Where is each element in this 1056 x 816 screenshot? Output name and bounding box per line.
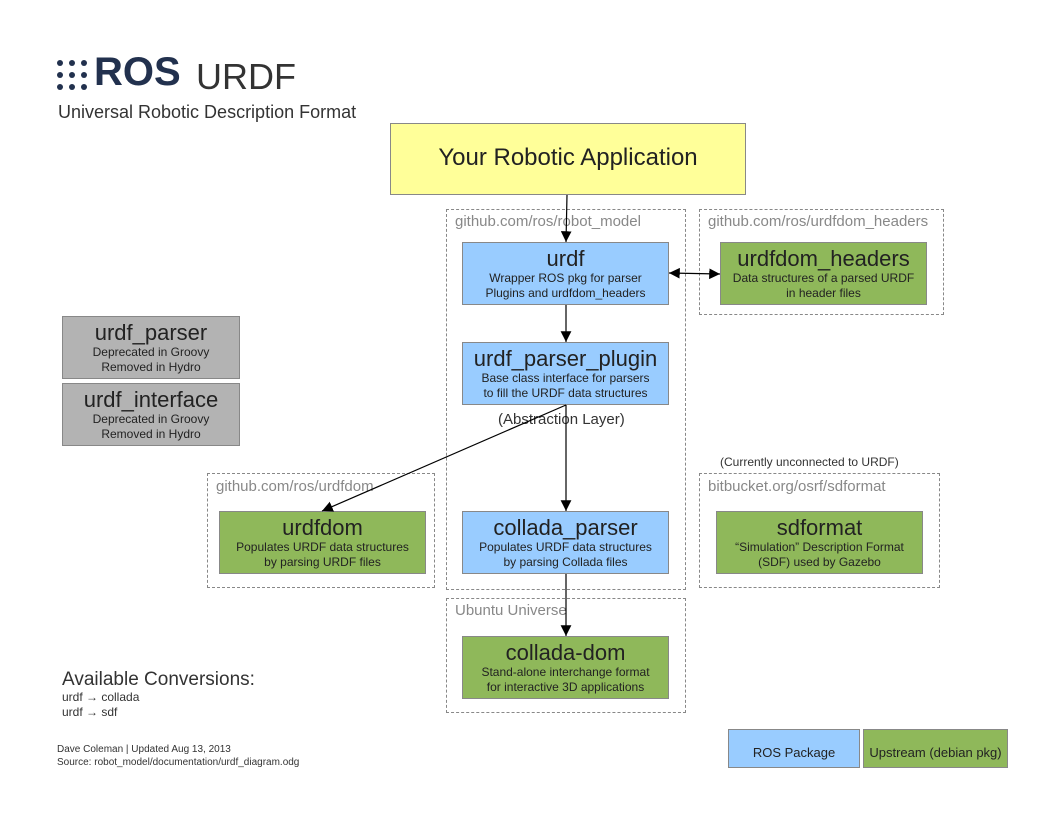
box-name: urdf_parser_plugin — [473, 346, 658, 371]
region-label-sdformat: bitbucket.org/osrf/sdformat — [708, 478, 886, 495]
ros-logo-dots-icon — [57, 60, 87, 90]
box-urdfdom: urdfdom Populates URDF data structures b… — [219, 511, 426, 574]
legend-label: Upstream (debian pkg) — [869, 745, 1002, 760]
box-collada-dom: collada-dom Stand-alone interchange form… — [462, 636, 669, 699]
box-desc: by parsing Collada files — [503, 555, 628, 569]
box-name: Your Robotic Application — [438, 144, 698, 171]
box-name: urdf — [546, 246, 585, 271]
box-collada-parser: collada_parser Populates URDF data struc… — [462, 511, 669, 574]
box-desc: “Simulation” Description Format — [735, 540, 904, 554]
box-urdf-interface: urdf_interface Deprecated in Groovy Remo… — [62, 383, 240, 446]
conversion-item: urdf → sdf — [62, 705, 118, 719]
box-desc: Populates URDF data structures — [236, 540, 409, 554]
box-urdfdom-headers: urdfdom_headers Data structures of a par… — [720, 242, 927, 305]
box-name: collada-dom — [505, 640, 626, 665]
box-name: urdfdom_headers — [737, 246, 910, 271]
box-desc: Removed in Hydro — [101, 427, 201, 441]
box-name: collada_parser — [493, 515, 638, 540]
abstraction-layer-note: (Abstraction Layer) — [498, 411, 625, 428]
footer-credit: Dave Coleman | Updated Aug 13, 2013 — [57, 744, 231, 755]
box-desc: to fill the URDF data structures — [483, 386, 648, 400]
region-label-urdfdom-headers: github.com/ros/urdfdom_headers — [708, 213, 929, 230]
box-desc: Removed in Hydro — [101, 360, 201, 374]
box-desc: Deprecated in Groovy — [92, 345, 210, 359]
box-name: sdformat — [776, 515, 863, 540]
legend-label: ROS Package — [752, 745, 836, 760]
box-desc: Data structures of a parsed URDF — [732, 271, 915, 285]
box-desc: in header files — [786, 286, 861, 300]
box-name: urdf_parser — [94, 320, 208, 345]
box-desc: Wrapper ROS pkg for parser — [489, 271, 642, 285]
region-urdfdom — [207, 473, 435, 588]
box-desc: Deprecated in Groovy — [92, 412, 210, 426]
box-sdformat: sdformat “Simulation” Description Format… — [716, 511, 923, 574]
region-label-ubuntu-universe: Ubuntu Universe — [455, 602, 567, 619]
ros-logo-text: ROS — [94, 50, 181, 94]
unconnected-note: (Currently unconnected to URDF) — [720, 455, 899, 469]
conversions-title: Available Conversions: — [62, 669, 255, 690]
box-urdf: urdf Wrapper ROS pkg for parser Plugins … — [462, 242, 669, 305]
arrow-urdf-urdfdom-headers — [668, 267, 721, 280]
page-subtitle: Universal Robotic Description Format — [58, 102, 357, 122]
box-desc: (SDF) used by Gazebo — [758, 555, 881, 569]
box-desc: Populates URDF data structures — [479, 540, 652, 554]
region-label-urdfdom: github.com/ros/urdfdom — [216, 478, 374, 495]
box-desc: for interactive 3D applications — [486, 680, 645, 694]
region-urdfdom-headers — [699, 209, 944, 315]
footer-source: Source: robot_model/documentation/urdf_d… — [57, 757, 300, 768]
box-urdf-parser-plugin: urdf_parser_plugin Base class interface … — [462, 342, 669, 405]
arrow-app-to-urdf — [560, 194, 572, 243]
box-desc: by parsing URDF files — [264, 555, 381, 569]
box-desc: Plugins and urdfdom_headers — [485, 286, 646, 300]
box-desc: Base class interface for parsers — [481, 371, 650, 385]
box-name: urdf_interface — [83, 387, 219, 412]
region-label-robot-model: github.com/ros/robot_model — [455, 213, 641, 230]
arrow-plugin-to-urdfdom — [321, 404, 567, 512]
box-your-robotic-application: Your Robotic Application — [390, 123, 746, 195]
box-desc: Stand-alone interchange format — [481, 665, 650, 679]
box-urdf-parser: urdf_parser Deprecated in Groovy Removed… — [62, 316, 240, 379]
page-title: URDF — [196, 56, 296, 97]
legend-upstream: Upstream (debian pkg) — [863, 729, 1008, 768]
legend-ros-package: ROS Package — [728, 729, 860, 768]
box-name: urdfdom — [282, 515, 363, 540]
conversion-item: urdf → collada — [62, 690, 140, 704]
region-sdformat — [699, 473, 940, 588]
